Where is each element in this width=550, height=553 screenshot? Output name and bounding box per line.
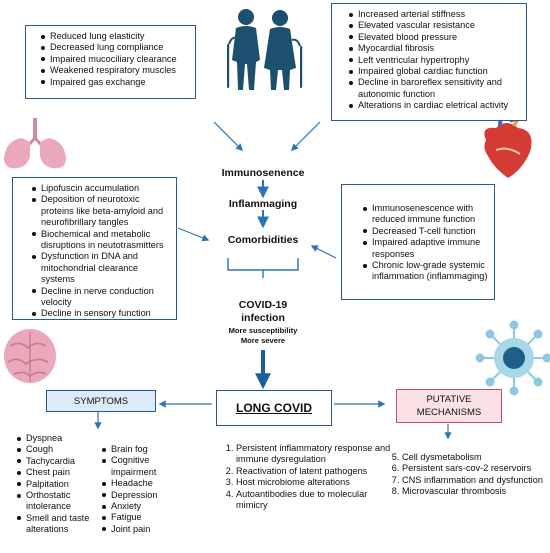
- more-susceptibility-label: More susceptibility: [228, 326, 298, 335]
- immune-changes-box: Immunosenescence with reduced immune fun…: [341, 184, 495, 300]
- neurological-changes-box: Lipofuscin accumulation Deposition of ne…: [12, 177, 177, 320]
- list-item: Headache: [102, 478, 191, 489]
- list-item: Brain fog: [102, 444, 191, 455]
- list-item: Orthostatic intolerance: [17, 490, 106, 513]
- lungs-icon: [4, 118, 66, 169]
- list-item: Dyspnea: [17, 433, 106, 444]
- putative-mechanisms-box: PUTATIVE MECHANISMS: [396, 389, 502, 423]
- list-item: CNS inflammation and dysfunction: [402, 475, 550, 486]
- list-item: Elevated blood pressure: [349, 32, 520, 43]
- list-item: Immunosenescence with reduced immune fun…: [363, 203, 490, 226]
- comorbidities-label: Comorbidities: [227, 234, 299, 246]
- comorbidities-bracket: [227, 258, 299, 271]
- mechanisms-title-line-1: PUTATIVE: [426, 394, 472, 405]
- arrow-cardio-to-immuno: [290, 121, 321, 152]
- covid-line-2: infection: [241, 312, 285, 324]
- arrow-neuro-to-comorb: [177, 227, 210, 242]
- covid-infection-title: COVID-19 infection: [213, 299, 313, 325]
- list-item: Palpitation: [17, 479, 106, 490]
- list-item: Fatigue: [102, 512, 191, 523]
- respiratory-list: Reduced lung elasticity Decreased lung c…: [36, 31, 189, 88]
- symptoms-list-1: Dyspnea Cough Tachycardia Chest pain Pal…: [12, 433, 106, 536]
- list-item: Dysfunction in DNA and mitochondrial cle…: [32, 251, 172, 285]
- symptoms-box: SYMPTOMS: [46, 390, 156, 412]
- symptoms-list-2: Brain fog Cognitive impairment Headache …: [97, 444, 191, 535]
- list-item: Deposition of neurotoxic proteins like b…: [32, 194, 172, 228]
- list-item: Anxiety: [102, 501, 191, 512]
- list-item: Alterations in cardiac eletrical activit…: [349, 100, 520, 111]
- list-item: Decreased lung compliance: [41, 42, 189, 53]
- mechanisms-list-b: Cell dysmetabolism Persistent sars-cov-2…: [386, 452, 550, 498]
- list-item: Cough: [17, 444, 106, 455]
- mechanisms-title-line-2: MECHANISMS: [416, 407, 482, 418]
- list-item: Elevated vascular resistance: [349, 20, 520, 31]
- neurological-list: Lipofuscin accumulation Deposition of ne…: [27, 183, 172, 320]
- list-item: Reactivation of latent pathogens: [236, 466, 401, 477]
- more-severe-label: More severe: [240, 336, 286, 345]
- inflammaging-label: Inflammaging: [228, 198, 298, 210]
- list-item: Tachycardia: [17, 456, 106, 467]
- arrow-resp-to-immuno: [213, 121, 244, 152]
- immune-list: Immunosenescence with reduced immune fun…: [358, 203, 490, 283]
- list-item: Increased arterial stiffness: [349, 9, 520, 20]
- respiratory-changes-box: Reduced lung elasticity Decreased lung c…: [25, 25, 196, 99]
- list-item: Host microbiome alterations: [236, 477, 401, 488]
- list-item: Lipofuscin accumulation: [32, 183, 172, 194]
- list-item: Decline in nerve conduction velocity: [32, 286, 172, 309]
- long-covid-label: LONG COVID: [235, 401, 312, 415]
- list-item: Decreased T-cell function: [363, 226, 490, 237]
- elderly-couple-icon: [227, 9, 303, 90]
- list-item: Chest pain: [17, 467, 106, 478]
- symptoms-title: SYMPTOMS: [73, 395, 129, 407]
- list-item: Left ventricular hypertrophy: [349, 55, 520, 66]
- list-item: Impaired gas exchange: [41, 77, 189, 88]
- list-item: Joint pain: [102, 524, 191, 535]
- list-item: Impaired global cardiac function: [349, 66, 520, 77]
- list-item: Decline in sensory function: [32, 308, 172, 319]
- list-item: Decline in baroreflex sensitivity and au…: [349, 77, 520, 100]
- list-item: Impaired adaptive immune responses: [363, 237, 490, 260]
- immunosenence-label: Immunosenence: [221, 167, 305, 179]
- list-item: Biochemical and metabolic disruptions in…: [32, 229, 172, 252]
- virus-icon: [475, 320, 550, 396]
- list-item: Weakened respiratory muscles: [41, 65, 189, 76]
- list-item: Cognitive impairment: [102, 455, 191, 478]
- cardiovascular-list: Increased arterial stiffness Elevated va…: [344, 9, 520, 112]
- list-item: Myocardial fibrosis: [349, 43, 520, 54]
- brain-icon: [4, 329, 56, 383]
- mechanisms-list-a: Persistent inflammatory response and imm…: [220, 443, 401, 511]
- cardiovascular-changes-box: Increased arterial stiffness Elevated va…: [331, 3, 527, 121]
- list-item: Cell dysmetabolism: [402, 452, 550, 463]
- list-item: Depression: [102, 490, 191, 501]
- list-item: Reduced lung elasticity: [41, 31, 189, 42]
- arrow-immune-to-comorb: [310, 245, 337, 259]
- list-item: Smell and taste alterations: [17, 513, 106, 536]
- list-item: Impaired mucociliary clearance: [41, 54, 189, 65]
- long-covid-box: LONG COVID: [216, 390, 332, 426]
- list-item: Persistent sars-cov-2 reservoirs: [402, 463, 550, 474]
- list-item: Chronic low-grade systemic inflammation …: [363, 260, 490, 283]
- list-item: Persistent inflammatory response and imm…: [236, 443, 401, 466]
- list-item: Microvascular thrombosis: [402, 486, 550, 497]
- covid-line-1: COVID-19: [238, 299, 288, 311]
- list-item: Autoantibodies due to molecular mimicry: [236, 489, 401, 512]
